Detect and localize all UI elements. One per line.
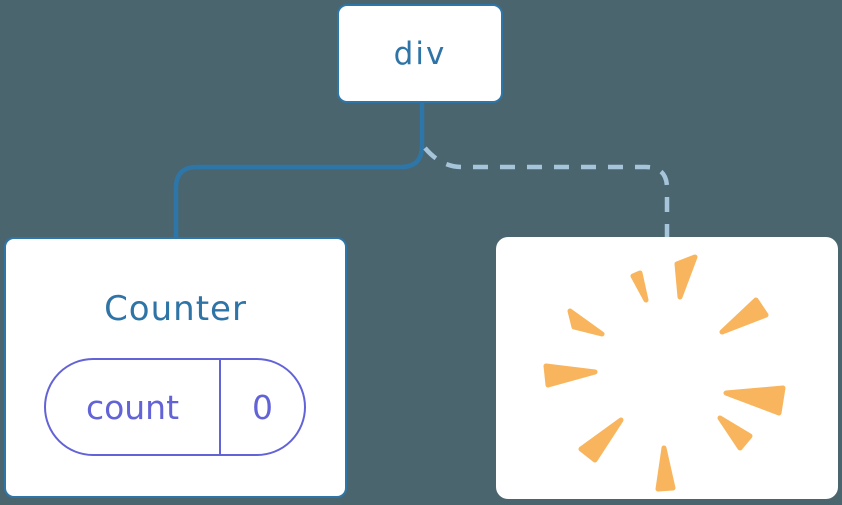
poof-ray	[630, 270, 649, 303]
poof-ray	[543, 363, 598, 388]
state-key: count	[46, 360, 221, 454]
poof-ray	[578, 417, 624, 463]
poof-explosion-icon	[543, 254, 786, 492]
connector-solid-line	[173, 100, 425, 241]
counter-card: Counter count 0	[4, 237, 347, 498]
counter-card-title: Counter	[104, 289, 247, 329]
root-node-div: div	[337, 4, 503, 103]
poof-ray	[723, 385, 786, 416]
poof-ray	[719, 297, 769, 335]
poof-ray	[674, 254, 698, 300]
state-pill: count 0	[44, 358, 306, 456]
state-value: 0	[252, 387, 273, 427]
root-node-label: div	[393, 35, 447, 72]
poof-ray	[567, 308, 605, 337]
poof-ray	[717, 415, 753, 451]
poof-ray	[655, 445, 676, 492]
connector-dashed-line	[423, 146, 670, 238]
removed-card	[496, 237, 838, 499]
